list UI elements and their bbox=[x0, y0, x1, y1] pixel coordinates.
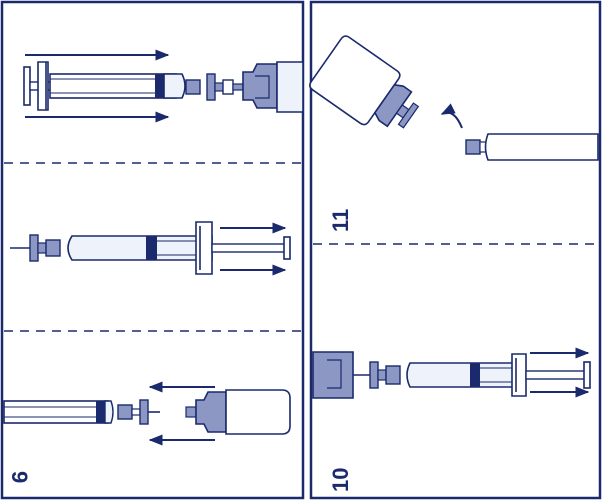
syringe-stopper-right bbox=[470, 363, 480, 387]
syringe-finger-flange bbox=[37, 61, 49, 111]
syringe-flange-right bbox=[511, 353, 527, 397]
left-panel-frame bbox=[0, 0, 305, 500]
plunger-rod-middle bbox=[211, 243, 287, 253]
connector-disc bbox=[29, 234, 39, 262]
syringe-barrel-bottom bbox=[3, 400, 109, 424]
luer-connector bbox=[45, 239, 61, 257]
adapter-disc-right bbox=[369, 361, 379, 389]
luer-tip-bottom bbox=[117, 404, 133, 420]
step-number-10: 10 bbox=[328, 467, 353, 492]
vial-body-bottom bbox=[225, 389, 291, 435]
vial-adapter-cap-right bbox=[312, 351, 354, 399]
step-10-group bbox=[312, 347, 591, 399]
adapter-disc-bottom bbox=[139, 399, 149, 425]
syringe-stopper bbox=[155, 74, 164, 98]
syringe-barrel-right bbox=[406, 362, 525, 388]
curved-arrow bbox=[440, 103, 463, 129]
syringe-flange-middle bbox=[195, 221, 213, 275]
step-number-11: 11 bbox=[328, 208, 353, 232]
pen-cap-part bbox=[465, 139, 481, 155]
right-panel-frame bbox=[309, 0, 602, 500]
vial-body bbox=[276, 61, 304, 113]
syringe-pull-group bbox=[10, 221, 291, 276]
vial-tilted bbox=[309, 35, 401, 126]
vial-adapter-tilted bbox=[373, 83, 413, 128]
syringe-stopper-bottom bbox=[96, 401, 105, 423]
syringe-barrel-filled bbox=[67, 235, 213, 261]
step-number-9: 9 bbox=[7, 471, 32, 484]
disconnect-group bbox=[3, 381, 291, 446]
luer-tip-right bbox=[385, 365, 401, 385]
plunger-rod-right bbox=[525, 370, 587, 380]
syringe-to-vial-group bbox=[23, 49, 304, 123]
vial-adapter-cap bbox=[242, 63, 278, 109]
syringe-stopper-middle bbox=[146, 236, 157, 260]
syringe-thumb-press bbox=[23, 66, 31, 106]
syringe-luer-tip bbox=[185, 79, 201, 95]
vial-adapter-cap-bottom bbox=[195, 391, 227, 433]
step-11-group bbox=[309, 35, 599, 161]
adapter-disc bbox=[206, 73, 216, 101]
pen-body-top bbox=[484, 133, 599, 161]
